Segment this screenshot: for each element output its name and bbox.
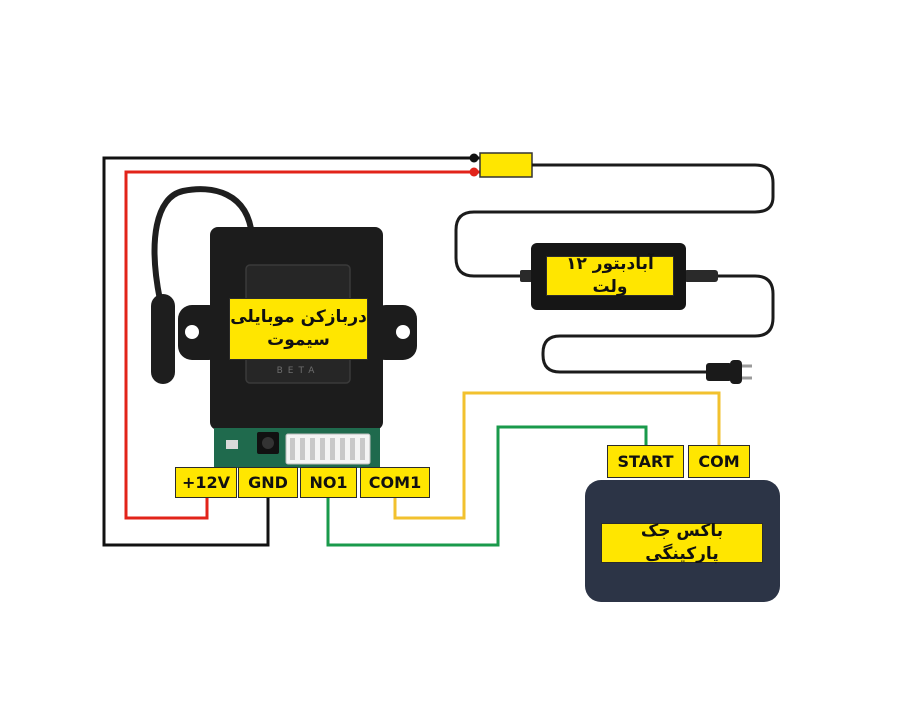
splice-connector-icon [479, 152, 533, 178]
adapter-strain-relief-left [520, 270, 534, 282]
module-brand-text: BETA [277, 366, 320, 376]
power-plug-icon [706, 360, 752, 384]
box-terminal-start: START [607, 445, 684, 478]
module-label-line1: دربازکن موبایلی [230, 307, 367, 328]
adapter-strain-relief-right [684, 270, 718, 282]
module-label-line2: سیموت [267, 330, 330, 350]
pcb-chip [226, 440, 238, 449]
module-label: دربازکن موبایلی سیموت [229, 298, 368, 360]
module-mount-hole-right [396, 325, 410, 339]
terminal-gnd: GND [238, 467, 298, 498]
red-wire-node [469, 167, 479, 177]
antenna-icon [151, 186, 255, 384]
yellow-wire [393, 391, 721, 520]
pcb-terminal-pins [290, 438, 365, 460]
green-wire [326, 425, 648, 547]
adapter-label: آبادبتور ۱۲ ولت [546, 254, 674, 297]
module-mount-ear-right [372, 305, 417, 360]
red-wire [124, 170, 475, 520]
terminal-com1: COM1 [360, 467, 430, 498]
terminal-12v: +12V [175, 467, 237, 498]
black-wire-node [469, 153, 479, 163]
module-mount-hole-left [185, 325, 199, 339]
adapter-output-cable [454, 163, 775, 278]
pcb-button-cap [262, 437, 274, 449]
terminal-no1: NO1 [300, 467, 357, 498]
adapter-input-cable [541, 274, 775, 374]
box-terminal-com: COM [688, 445, 750, 478]
pcb-terminal-header [285, 433, 371, 465]
parking-box-label: باکس جک پارکینگی [601, 521, 763, 564]
black-wire [102, 156, 475, 547]
